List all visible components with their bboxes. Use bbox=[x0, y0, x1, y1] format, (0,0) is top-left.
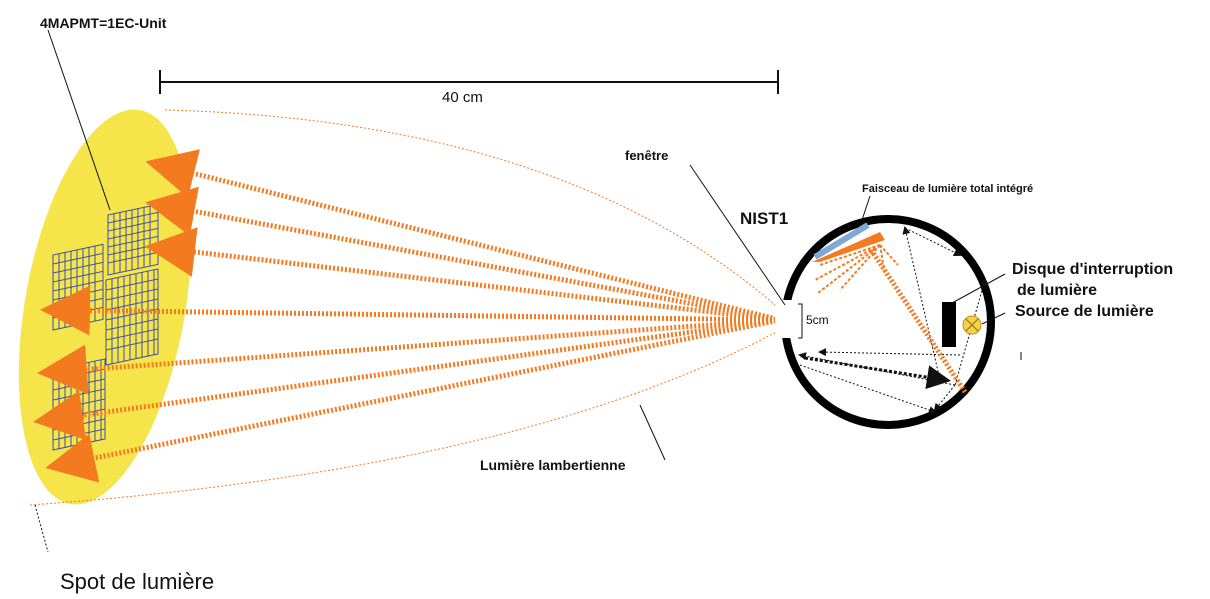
photodiode-label: NIST1 bbox=[740, 209, 789, 228]
diode-fan bbox=[812, 232, 885, 262]
lambertian-rays bbox=[33, 149, 781, 483]
unit-label: 4MAPMT=1EC-Unit bbox=[40, 15, 167, 31]
scale-bar bbox=[159, 70, 779, 94]
integrated-beam bbox=[867, 246, 968, 394]
leader-lines bbox=[47, 29, 1006, 461]
scale-label: 40 cm bbox=[442, 89, 483, 106]
aperture-bracket bbox=[798, 303, 803, 339]
source-label: Source de lumière bbox=[1015, 303, 1154, 320]
spot-label: Spot de lumière bbox=[60, 569, 215, 594]
chopper-reflection bbox=[818, 348, 961, 357]
chopper-label-2: de lumière bbox=[1017, 282, 1098, 299]
chopper-label-1: Disque d'interruption bbox=[1012, 261, 1174, 278]
aperture-label: 5cm bbox=[806, 313, 829, 327]
diode-rays bbox=[814, 244, 899, 294]
lambertian-label: Lumière lambertienne bbox=[480, 457, 626, 473]
spot-leader bbox=[34, 504, 49, 553]
photodiode bbox=[813, 222, 870, 260]
main-reflection bbox=[804, 356, 951, 390]
integrated-beam-label: Faisceau de lumière total intégré bbox=[862, 183, 1034, 195]
window-label: fenêtre bbox=[625, 148, 669, 163]
sphere-window bbox=[775, 300, 795, 338]
lambertian-cone-top bbox=[164, 109, 776, 306]
lamp-cross bbox=[965, 318, 979, 332]
lambertian-cone-bottom bbox=[29, 329, 781, 506]
chopper-disk bbox=[942, 302, 956, 347]
